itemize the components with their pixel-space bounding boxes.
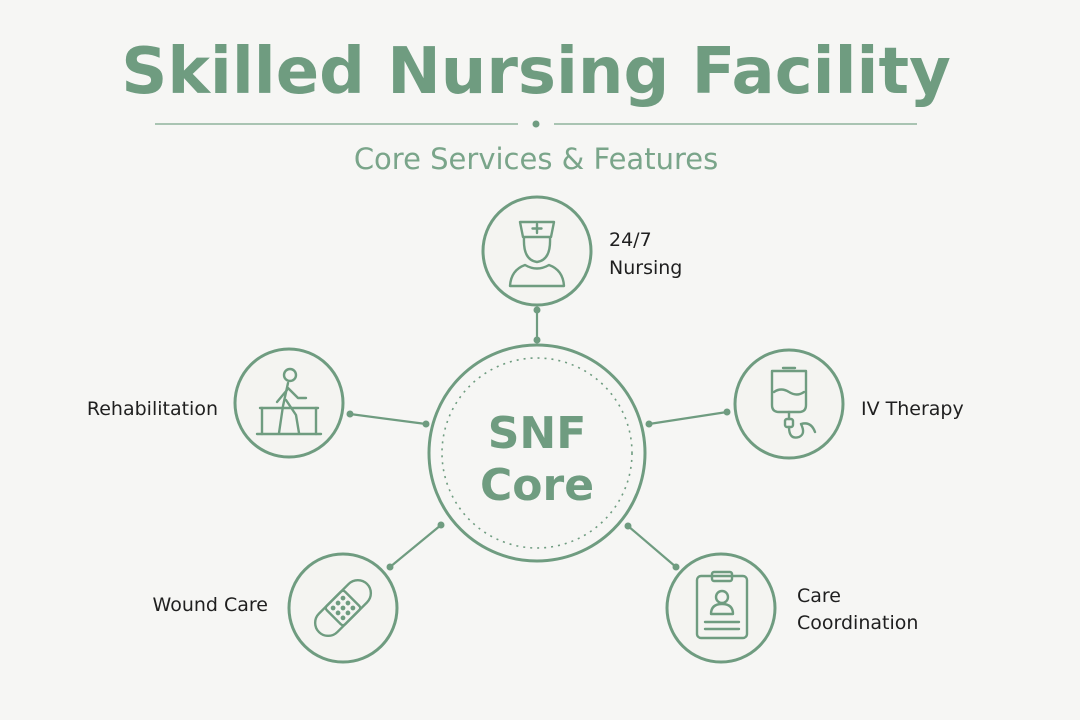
core-node: SNF Core (427, 343, 647, 563)
walking-rehab-icon (255, 367, 323, 436)
nursing-label-line2: Nursing (609, 257, 682, 279)
page-title: Skilled Nursing Facility (121, 35, 951, 109)
iv-bag-icon (770, 366, 817, 439)
node-rehabilitation: Rehabilitation (87, 347, 345, 459)
node-iv-therapy: IV Therapy (733, 348, 964, 460)
node-care-coordination: Care Coordination (665, 552, 918, 664)
iv-therapy-label: IV Therapy (861, 398, 964, 420)
care-coordination-label-line1: Care (797, 585, 841, 607)
clipboard-profile-icon (695, 570, 749, 640)
title-divider (155, 120, 917, 128)
wound-care-label: Wound Care (153, 594, 268, 616)
connector-iv-therapy (648, 410, 728, 426)
bandage-icon (313, 578, 373, 638)
node-nursing: 24/7 Nursing (481, 195, 682, 307)
core-title-line2: Core (480, 460, 594, 511)
nurse-icon (508, 220, 566, 288)
nursing-label-line1: 24/7 (609, 229, 652, 251)
node-wound-care: Wound Care (153, 552, 399, 664)
page-subtitle: Core Services & Features (354, 142, 718, 176)
connector-wound-care (389, 524, 442, 568)
rehabilitation-label: Rehabilitation (87, 398, 218, 420)
connector-care-coordination (627, 525, 677, 568)
connectors (346, 306, 731, 571)
core-title-line1: SNF (488, 408, 587, 459)
connector-rehabilitation (349, 412, 427, 426)
care-coordination-label-line2: Coordination (797, 612, 918, 634)
